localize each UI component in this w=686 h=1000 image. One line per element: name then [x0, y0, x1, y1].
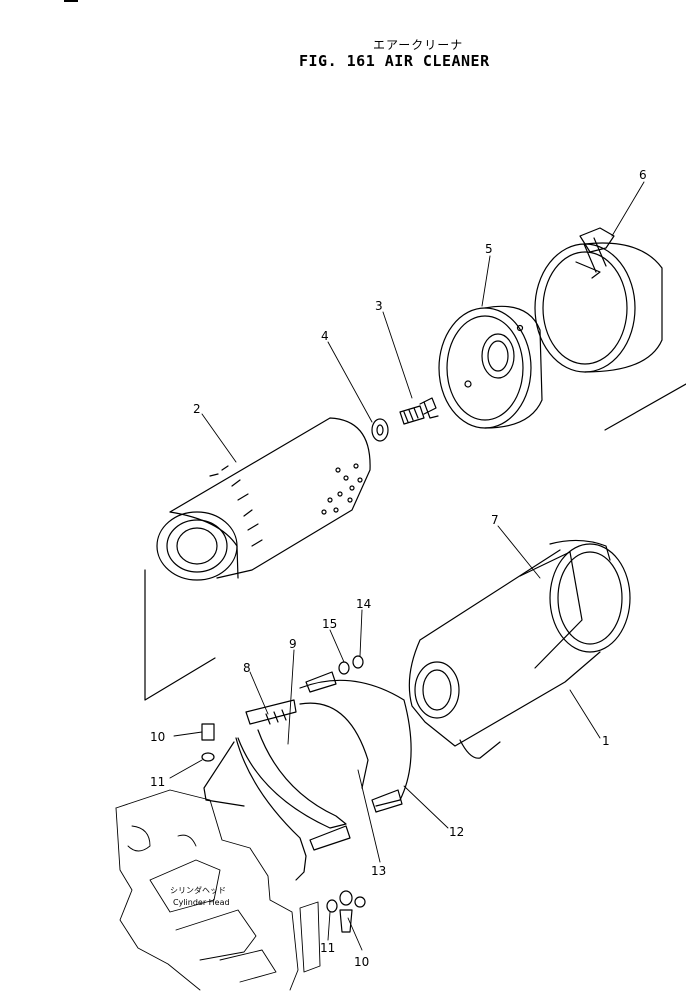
callout-10: 10 [150, 730, 165, 744]
corner-mark [64, 0, 78, 2]
callout-12: 12 [449, 825, 464, 839]
callout-8: 8 [243, 661, 251, 675]
callout-10-bottom: 10 [354, 955, 369, 969]
callout-11-bottom: 11 [320, 941, 335, 955]
part-4-washer [371, 418, 389, 442]
part-2-element [156, 417, 371, 581]
callout-5: 5 [485, 242, 493, 256]
callout-4: 4 [321, 329, 329, 343]
part-7-housing [408, 539, 631, 759]
part-8-bracket [203, 699, 307, 881]
callout-6: 6 [639, 168, 647, 182]
callout-2: 2 [193, 402, 201, 416]
callout-15: 15 [322, 617, 337, 631]
assembly-leader [144, 383, 686, 701]
leader-lines [169, 181, 645, 951]
cylinder-head-outline [115, 789, 321, 991]
callout-14: 14 [356, 597, 371, 611]
title-japanese: エアークリーナ [373, 38, 464, 52]
callout-1: 1 [602, 734, 610, 748]
reference-label-japanese: シリンダヘッド [170, 885, 226, 895]
hardware-bolt-washer-left [201, 723, 215, 762]
part-6-clamp-band [534, 227, 663, 373]
reference-label: シリンダヘッド Cylinder Head [170, 885, 230, 907]
callout-7: 7 [491, 513, 499, 527]
part-5-cover [438, 305, 543, 429]
callout-9: 9 [289, 637, 297, 651]
hardware-bolt-washer-bottom [326, 890, 366, 933]
reference-label-english: Cylinder Head [173, 898, 230, 907]
callout-numbers: 1 2 3 4 5 6 7 8 9 10 11 12 13 14 15 10 1… [150, 168, 647, 969]
figure-title: FIG. 161 AIR CLEANER [299, 52, 490, 70]
part-9-strap [237, 729, 351, 851]
part-3-wing-bolt [399, 397, 439, 425]
part-12-band [299, 671, 412, 813]
callout-3: 3 [375, 299, 383, 313]
callout-11: 11 [150, 775, 165, 789]
callout-13: 13 [371, 864, 386, 878]
